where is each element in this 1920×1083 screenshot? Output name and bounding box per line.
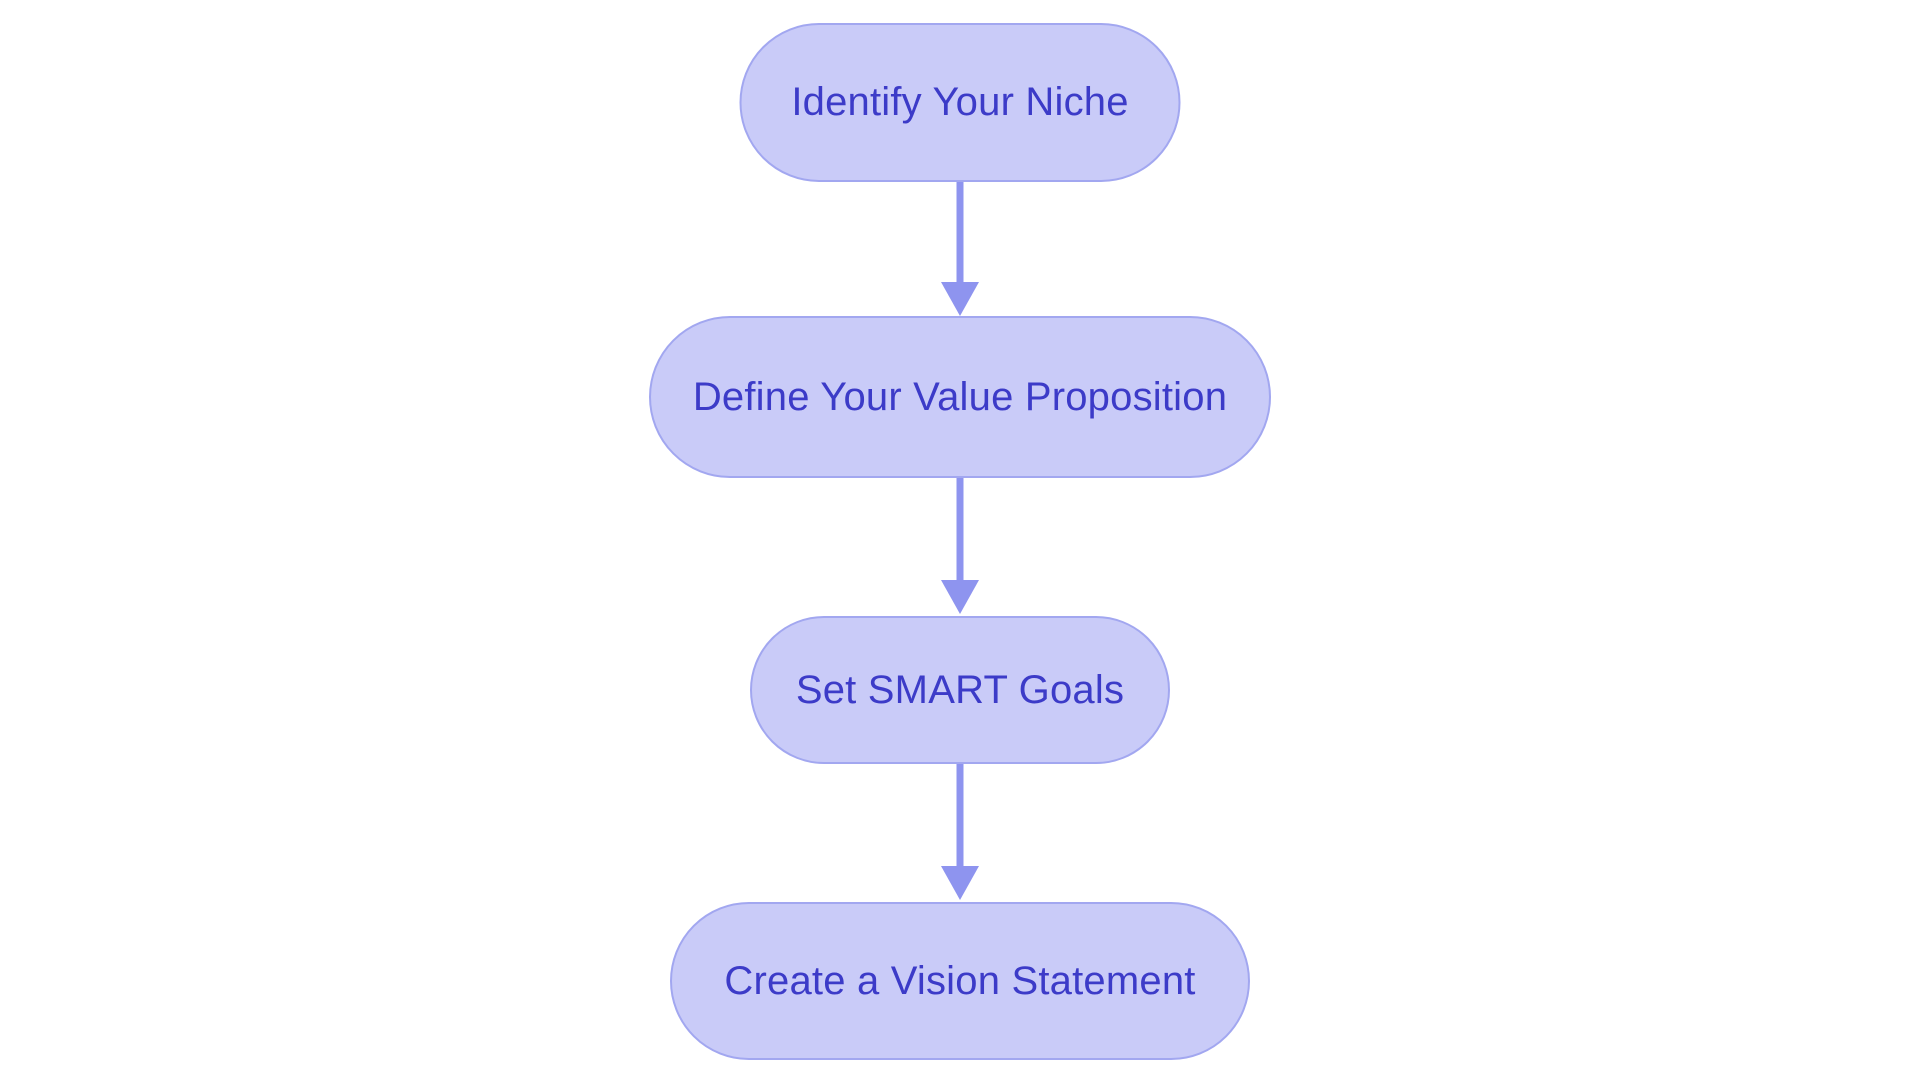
flow-node-identify-niche: Identify Your Niche	[739, 23, 1181, 182]
flow-node-value-proposition: Define Your Value Proposition	[649, 316, 1271, 478]
arrow-connector-1	[941, 182, 979, 316]
arrow-connector-3	[941, 764, 979, 900]
flow-node-label: Create a Vision Statement	[724, 958, 1196, 1003]
flow-node-label: Set SMART Goals	[795, 667, 1125, 712]
flow-node-label: Define Your Value Proposition	[692, 374, 1228, 419]
flow-node-vision-statement: Create a Vision Statement	[670, 902, 1250, 1060]
flow-node-label: Identify Your Niche	[791, 80, 1129, 124]
arrow-connector-2	[941, 478, 979, 614]
flow-node-smart-goals: Set SMART Goals	[750, 616, 1170, 764]
